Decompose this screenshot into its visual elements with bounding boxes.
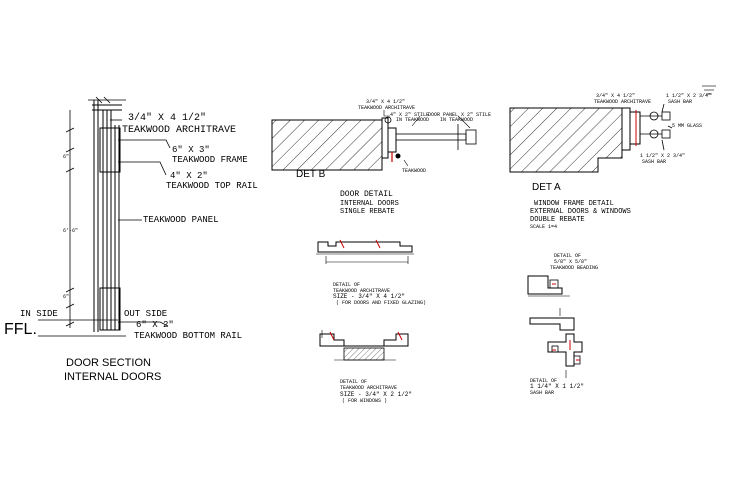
frame-label: TEAKWOOD FRAME <box>172 155 248 165</box>
det-a-note-sash-lower: 1 1/2" X 2 3/4" <box>640 153 685 159</box>
det-a-title-1: WINDOW FRAME DETAIL <box>534 200 614 208</box>
sash-bar-line1: DETAIL OF <box>530 378 557 384</box>
det-b-note-bottom: TEAKWOOD <box>402 168 426 174</box>
top-rail-size-label: 4" X 2" <box>170 171 208 181</box>
det-a-note-sash: 1 1/2" X 2 3/4" <box>666 93 711 99</box>
det-b-title-3: SINGLE REBATE <box>340 208 395 216</box>
corner-mark <box>702 85 716 95</box>
beading-detail: DETAIL OF 5/8" X 5/8" TEAKWOOD BEADING <box>527 253 598 331</box>
architrave-window-detail: DETAIL OF TEAKWOOD ARCHITRAVE SIZE - 3/4… <box>319 330 412 404</box>
architrave-window-line2: TEAKWOOD ARCHITRAVE <box>340 385 397 391</box>
architrave-size-label: 3/4" X 4 1/2" <box>128 112 206 124</box>
svg-text:6'-6": 6'-6" <box>63 228 78 234</box>
det-a-note-architrave-2: TEAKWOOD ARCHITRAVE <box>594 99 651 105</box>
door-section-title: DOOR SECTION <box>66 357 151 369</box>
ffl-label: FFL. <box>4 321 37 338</box>
beading-line1: DETAIL OF <box>554 253 581 259</box>
det-a-title-2: EXTERNAL DOORS & WINDOWS <box>530 208 631 216</box>
svg-text:6": 6" <box>63 294 69 300</box>
architrave-window-line1: DETAIL OF <box>340 379 367 385</box>
architrave-label: TEAKWOOD ARCHITRAVE <box>122 125 236 136</box>
sash-bar-line3: SASH BAR <box>530 390 554 396</box>
det-b-note-stile: 4" X 2" STILE <box>390 112 429 118</box>
det-a-note-sash-lower-2: SASH BAR <box>642 159 666 165</box>
det-b-note-door: DOOR PANEL X 2" STILE <box>428 112 491 118</box>
det-b-label: DET B <box>296 169 326 180</box>
det-b-title-2: INTERNAL DOORS <box>340 200 399 208</box>
door-section-subtitle: INTERNAL DOORS <box>64 371 161 383</box>
top-rail-label: TEAKWOOD TOP RAIL <box>166 181 258 191</box>
bottom-rail-size-label: 6" X 2" <box>136 320 174 330</box>
det-a-title-3: DOUBLE REBATE <box>530 216 585 224</box>
det-b-title-1: DOOR DETAIL <box>340 190 393 199</box>
architrave-door-line2: TEAKWOOD ARCHITRAVE <box>333 288 390 294</box>
det-a-note-sash-2: SASH BAR <box>668 99 692 105</box>
architrave-door-detail: DETAIL OF TEAKWOOD ARCHITRAVE SIZE - 3/4… <box>316 239 426 306</box>
architrave-door-line4: ( FOR DOORS AND FIXED GLAZING) <box>336 300 426 306</box>
det-a-scale: SCALE 1=4 <box>530 224 557 230</box>
panel-label: TEAKWOOD PANEL <box>143 215 219 225</box>
architrave-door-line3: SIZE - 3/4" X 4 1/2" <box>333 293 405 300</box>
svg-text:6": 6" <box>63 154 69 160</box>
det-a-note-glass: 5 MM GLASS <box>672 123 702 129</box>
det-b-drawing: 3/4" X 4 1/2" TEAKWOOD ARCHITRAVE 4" X 2… <box>271 99 491 216</box>
architrave-window-line4: ( FOR WINDOWS ) <box>342 398 387 404</box>
architrave-window-line3: SIZE - 3/4" X 2 1/2" <box>340 391 412 398</box>
frame-size-label: 6" X 3" <box>172 145 210 155</box>
door-section-drawing: 6" 6'-6" 6" <box>4 96 258 383</box>
bottom-rail-label: TEAKWOOD BOTTOM RAIL <box>134 331 242 341</box>
det-b-note-stile-2: IN TEAKWOOD <box>396 117 429 123</box>
det-b-note-door-2: IN TEAKWOOD <box>440 117 473 123</box>
beading-line3: TEAKWOOD BEADING <box>550 265 598 271</box>
det-a-label: DET A <box>532 182 561 193</box>
sash-bar-detail: DETAIL OF 1 1/4" X 1 1/2" SASH BAR <box>530 333 584 396</box>
det-a-drawing: 3/4" X 4 1/2" TEAKWOOD ARCHITRAVE 1 1/2"… <box>509 93 711 230</box>
architrave-door-line1: DETAIL OF <box>333 282 360 288</box>
det-b-note-architrave-2: TEAKWOOD ARCHITRAVE <box>358 105 415 111</box>
sash-bar-line2: 1 1/4" X 1 1/2" <box>530 383 584 390</box>
beading-line2: 5/8" X 5/8" <box>554 259 587 265</box>
in-side-label: IN SIDE <box>20 309 58 319</box>
out-side-label: OUT SIDE <box>124 309 167 319</box>
det-a-note-architrave: 3/4" X 4 1/2" <box>596 93 635 99</box>
det-b-note-architrave: 3/4" X 4 1/2" <box>366 99 405 105</box>
